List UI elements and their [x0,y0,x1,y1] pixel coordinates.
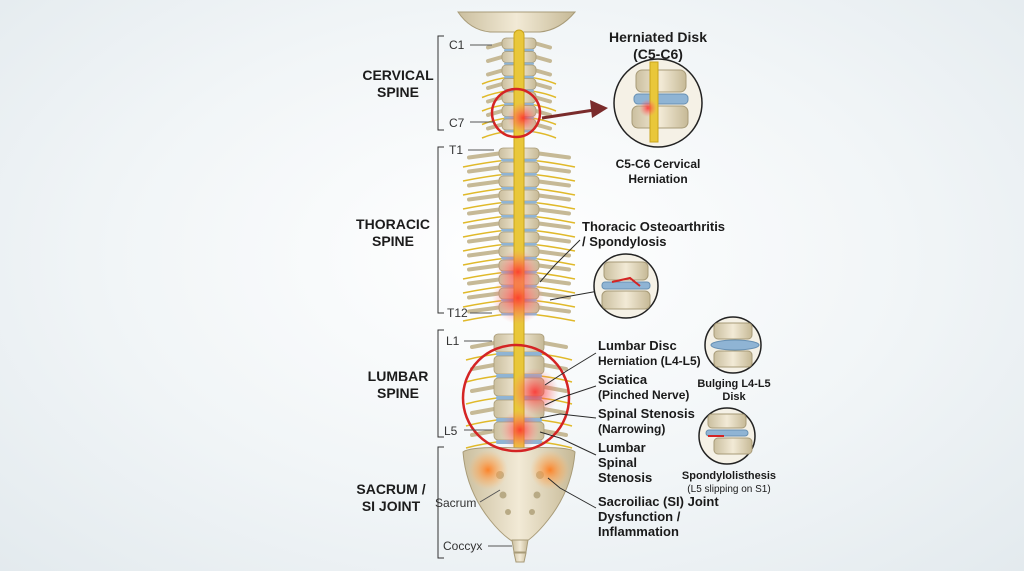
skull-base [457,11,577,33]
si-glow-left [468,450,508,490]
bulging-caption-line1: Bulging L4-L5 [697,378,771,390]
region-thoracic-line1: THORACIC [356,216,430,232]
cervical-herniation-caption-line2: Herniation [628,172,688,186]
level-leaders [464,44,512,547]
vertebra [465,333,573,361]
cond-sciatica-line1: Sciatica [598,372,648,387]
level-coccyx: Coccyx [443,539,483,553]
region-sacrum: SACRUM / SI JOINT [341,481,441,515]
inset-herniated-disk [613,58,703,148]
region-thoracic-line2: SPINE [371,233,414,249]
condition-leaders [539,239,605,509]
cond-si-joint: Sacroiliac (SI) Joint Dysfunction / Infl… [598,494,719,539]
cond-lss-line1: Lumbar [598,440,646,455]
cervical-highlight-ring [490,87,542,139]
cervical-herniation-caption: C5-C6 Cervical Herniation [608,157,708,187]
cond-sciatica: Sciatica (Pinched Nerve) [598,372,689,403]
cond-si-line2: Dysfunction / [598,509,681,524]
cervical-glow [507,102,539,134]
level-t1: T1 [449,143,464,157]
region-cervical-line1: CERVICAL [362,67,434,83]
region-lumbar: LUMBAR SPINE [348,368,448,402]
region-lumbar-line2: SPINE [376,385,419,401]
inset-spondylolisthesis [698,407,756,465]
cond-si-line1: Sacroiliac (SI) Joint [598,494,719,509]
spondylo-caption-line2: (L5 slipping on S1) [687,484,771,495]
cervical-herniation-caption-line1: C5-C6 Cervical [615,157,701,171]
cond-lss-line3: Stenosis [598,470,653,485]
region-sacrum-line2: SI JOINT [361,498,421,514]
cond-spinal-stenosis: Spinal Stenosis (Narrowing) [598,406,695,437]
lumbar-highlight-ring [461,343,571,453]
level-sacrum: Sacrum [435,496,477,510]
level-c7: C7 [449,116,465,130]
cond-sciatica-line2: (Pinched Nerve) [598,388,690,402]
arrow-head [590,100,608,118]
cond-si-line3: Inflammation [598,524,679,539]
lumbar-glow [511,368,559,416]
cond-stenosis-line2: (Narrowing) [598,422,666,436]
herniated-disk-title-line1: Herniated Disk [608,29,708,45]
thoracic-glow-2 [492,272,544,324]
spondylolisthesis-caption: Spondylolisthesis (L5 slipping on S1) [676,470,782,496]
region-brackets [437,35,444,559]
region-lumbar-line1: LUMBAR [367,368,429,384]
region-sacrum-line1: SACRUM / [356,481,426,497]
cond-ldh-line1: Lumbar Disc [598,338,677,353]
spondylo-caption-line1: Spondylolisthesis [681,470,777,482]
bulging-disk-caption: Bulging L4-L5 Disk [694,378,774,404]
level-t12: T12 [447,306,468,320]
cond-ldh-line2: Herniation (L4-L5) [598,354,701,368]
cond-thoracic-osteoarthritis: Thoracic Osteoarthritis / Spondylosis [582,219,725,249]
region-cervical-line2: SPINE [376,84,419,100]
region-thoracic: THORACIC SPINE [343,216,443,250]
coccyx-bone [511,539,529,563]
l5-glow [500,410,540,450]
region-cervical: CERVICAL SPINE [348,67,448,101]
cond-lss-line2: Spinal [598,455,638,470]
inset-bulging-disk [704,316,762,374]
herniated-disk-title-line2: (C5-C6) [633,46,683,62]
level-l5: L5 [444,424,458,438]
bulging-caption-line2: Disk [722,391,746,403]
cond-lumbar-disc-herniation: Lumbar Disc Herniation (L4-L5) [598,338,701,369]
inset-thoracic [593,253,659,319]
cond-thoracic-line1: Thoracic Osteoarthritis [582,219,726,234]
level-l1: L1 [446,334,460,348]
cond-lumbar-spinal-stenosis: Lumbar Spinal Stenosis [598,440,652,485]
cond-stenosis-line1: Spinal Stenosis [598,406,695,421]
level-c1: C1 [449,38,465,52]
cond-thoracic-line2: / Spondylosis [582,234,667,249]
herniated-disk-title: Herniated Disk (C5-C6) [598,29,718,63]
si-glow-right [530,450,570,490]
